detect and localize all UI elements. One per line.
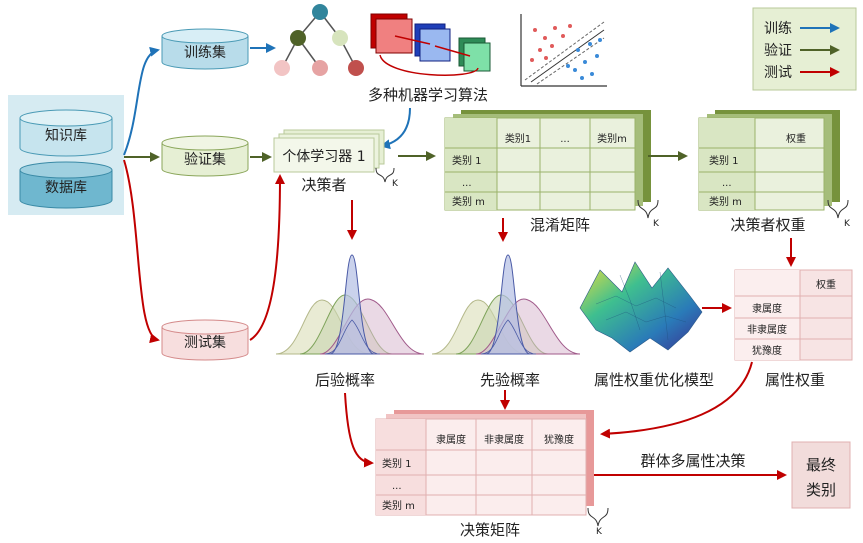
- sources-panel: 知识库 数据库: [8, 95, 124, 215]
- attr-weight-row-1: 隶属度: [752, 302, 782, 315]
- database-cylinder: 数据库: [19, 161, 113, 209]
- dm-weight-matrix: 权重 类别 1 ... 类别 m: [698, 110, 840, 211]
- learner-k-label: K: [392, 179, 399, 189]
- confusion-k-brace: [637, 199, 659, 219]
- decision-k-label: K: [596, 527, 603, 537]
- prior-gaussian-plot: [431, 254, 581, 355]
- attr-model-caption: 属性权重优化模型: [594, 371, 714, 389]
- posterior-caption: 后验概率: [315, 371, 375, 389]
- surface-plot-icon: [579, 261, 703, 353]
- decision-k-brace: [587, 507, 609, 527]
- attr-weight-row-2: 非隶属度: [747, 323, 787, 336]
- test-set-label: 测试集: [184, 334, 226, 351]
- final-line-2: 类别: [806, 481, 836, 499]
- legend: 训练 验证 测试: [752, 7, 857, 91]
- final-line-1: 最终: [806, 456, 836, 474]
- confusion-row-2: ...: [462, 178, 472, 189]
- algorithms-label: 多种机器学习算法: [368, 86, 488, 104]
- arrow-source-to-train: [123, 46, 160, 156]
- dm-weight-k-brace: [827, 199, 849, 219]
- confusion-row-1: 类别 1: [452, 154, 482, 167]
- legend-train-label: 训练: [764, 21, 792, 37]
- arrow-source-to-test: [123, 159, 160, 344]
- arrow-test-to-learner: [249, 174, 285, 341]
- learner-k-brace: [375, 167, 395, 183]
- train-set-cylinder: 训练集: [161, 28, 249, 70]
- decision-row-2: ...: [392, 481, 402, 492]
- validate-set-cylinder: 验证集: [161, 135, 249, 177]
- dm-weight-caption: 决策者权重: [730, 216, 805, 234]
- database-label: 数据库: [45, 180, 87, 196]
- dm-weight-row-1: 类别 1: [709, 154, 739, 167]
- train-set-label: 训练集: [184, 44, 226, 61]
- decision-matrix-caption: 决策矩阵: [460, 521, 520, 539]
- test-set-cylinder: 测试集: [161, 319, 249, 361]
- decision-row-1: 类别 1: [382, 457, 412, 470]
- confusion-col-1: 类别1: [505, 132, 531, 145]
- dm-weight-k-label: K: [844, 219, 851, 229]
- dm-weight-row-2: ...: [722, 178, 732, 189]
- confusion-caption: 混淆矩阵: [530, 216, 590, 234]
- arrow-algorithms-to-learner: [380, 107, 411, 150]
- learner-caption: 决策者: [301, 176, 346, 194]
- confusion-col-2: ...: [560, 134, 570, 145]
- decision-tree-icon: [274, 4, 364, 76]
- attr-weight-caption: 属性权重: [765, 371, 825, 389]
- decision-matrix: 隶属度 非隶属度 犹豫度 类别 1 ... 类别 m: [375, 410, 594, 516]
- arrow-posterior-to-decision: [344, 392, 374, 468]
- confusion-k-label: K: [653, 219, 660, 229]
- learner-box-text: 个体学习器 1: [282, 149, 365, 165]
- legend-validate-label: 验证: [764, 43, 792, 59]
- decision-col-3: 犹豫度: [544, 433, 574, 446]
- dm-weight-row-3: 类别 m: [709, 195, 742, 208]
- attr-weight-col: 权重: [816, 278, 836, 291]
- attr-weight-row-3: 犹豫度: [752, 344, 782, 357]
- scatter-plot-icon: [520, 14, 607, 87]
- knowledge-base-label: 知识库: [45, 127, 87, 144]
- final-category-box: 最终 类别: [791, 441, 851, 509]
- posterior-gaussian-plot: [275, 254, 425, 355]
- decision-col-1: 隶属度: [436, 433, 466, 446]
- decision-row-3: 类别 m: [382, 499, 415, 512]
- confusion-row-3: 类别 m: [452, 195, 485, 208]
- attr-weight-table: 权重 隶属度 非隶属度 犹豫度: [734, 269, 853, 361]
- dm-weight-col: 权重: [786, 132, 806, 145]
- legend-test-label: 测试: [764, 65, 792, 81]
- arrow-attr-weight-to-decision: [600, 361, 753, 439]
- learner-stack: 个体学习器 1: [273, 129, 385, 173]
- group-decision-label: 群体多属性决策: [640, 452, 745, 470]
- knowledge-base-cylinder: 知识库: [19, 109, 113, 157]
- neural-network-icon: [370, 13, 491, 76]
- prior-caption: 先验概率: [480, 371, 540, 389]
- confusion-col-3: 类别m: [597, 132, 627, 145]
- validate-set-label: 验证集: [184, 151, 226, 168]
- confusion-matrix: 类别1 ... 类别m 类别 1 ... 类别 m: [444, 110, 651, 211]
- decision-col-2: 非隶属度: [484, 433, 524, 446]
